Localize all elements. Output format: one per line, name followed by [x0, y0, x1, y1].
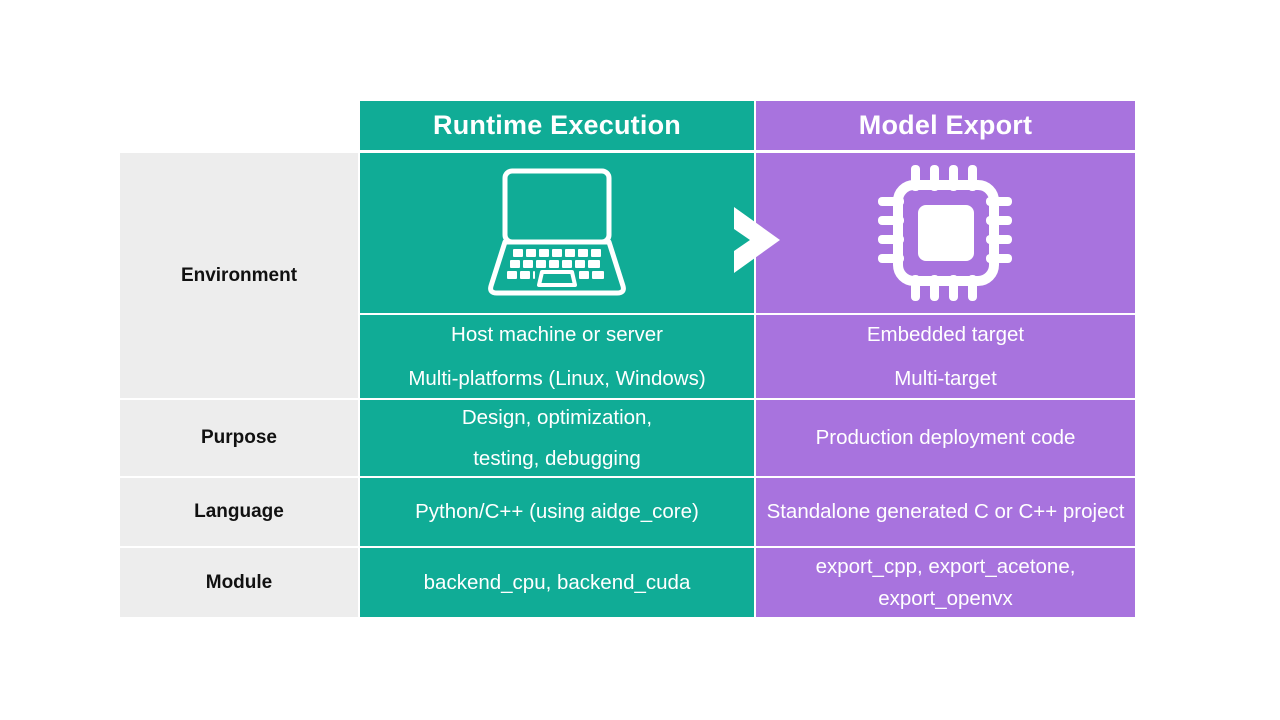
column-header-runtime-label: Runtime Execution	[433, 110, 681, 140]
cell-language-runtime: Python/C++ (using aidge_core)	[360, 478, 754, 546]
row-label-environment: Environment	[120, 153, 358, 398]
cell-text-line: Multi-target	[894, 366, 997, 390]
column-header-model-export: Model Export	[756, 101, 1135, 150]
cell-text-line: Design, optimization,	[461, 406, 653, 430]
cell-text-line: backend_cpu, backend_cuda	[423, 570, 691, 594]
cell-text-line: export_cpp, export_acetone, export_openv…	[815, 555, 1076, 610]
column-header-runtime-execution: Runtime Execution	[360, 101, 754, 150]
export-icon-cell	[756, 153, 1135, 313]
row-label-language-text: Language	[194, 501, 284, 522]
cell-purpose-runtime: Design, optimization, testing, debugging	[360, 400, 754, 476]
runtime-icon-cell	[360, 153, 754, 313]
cell-text-line: testing, debugging	[473, 446, 641, 470]
cell-text-line: Python/C++ (using aidge_core)	[415, 500, 699, 524]
row-label-environment-text: Environment	[180, 264, 298, 286]
microchip-icon	[877, 165, 1012, 301]
cell-environment-runtime: Host machine or server Multi-platforms (…	[360, 315, 754, 398]
row-label-language: Language	[120, 478, 358, 546]
cell-text-line: Multi-platforms (Linux, Windows)	[408, 366, 706, 390]
cell-text-line: Host machine or server	[451, 323, 663, 347]
row-label-purpose: Purpose	[120, 400, 358, 476]
cell-environment-export: Embedded target Multi-target	[756, 315, 1135, 398]
cell-text-line: Embedded target	[866, 323, 1025, 347]
column-header-export-label: Model Export	[858, 110, 1033, 140]
cell-module-export: export_cpp, export_acetone, export_openv…	[756, 548, 1135, 617]
chevron-right-arrow-icon	[734, 207, 780, 273]
row-label-purpose-text: Purpose	[200, 427, 278, 448]
cell-text-line: Production deployment code	[815, 426, 1076, 450]
laptop-icon	[488, 168, 626, 296]
cell-purpose-export: Production deployment code	[756, 400, 1135, 476]
cell-text-line: Standalone generated C or C++ project	[766, 500, 1125, 524]
row-label-module-text: Module	[205, 571, 273, 593]
cell-language-export: Standalone generated C or C++ project	[756, 478, 1135, 546]
row-label-module: Module	[120, 548, 358, 617]
cell-module-runtime: backend_cpu, backend_cuda	[360, 548, 754, 617]
flow-arrow-container	[730, 205, 784, 275]
